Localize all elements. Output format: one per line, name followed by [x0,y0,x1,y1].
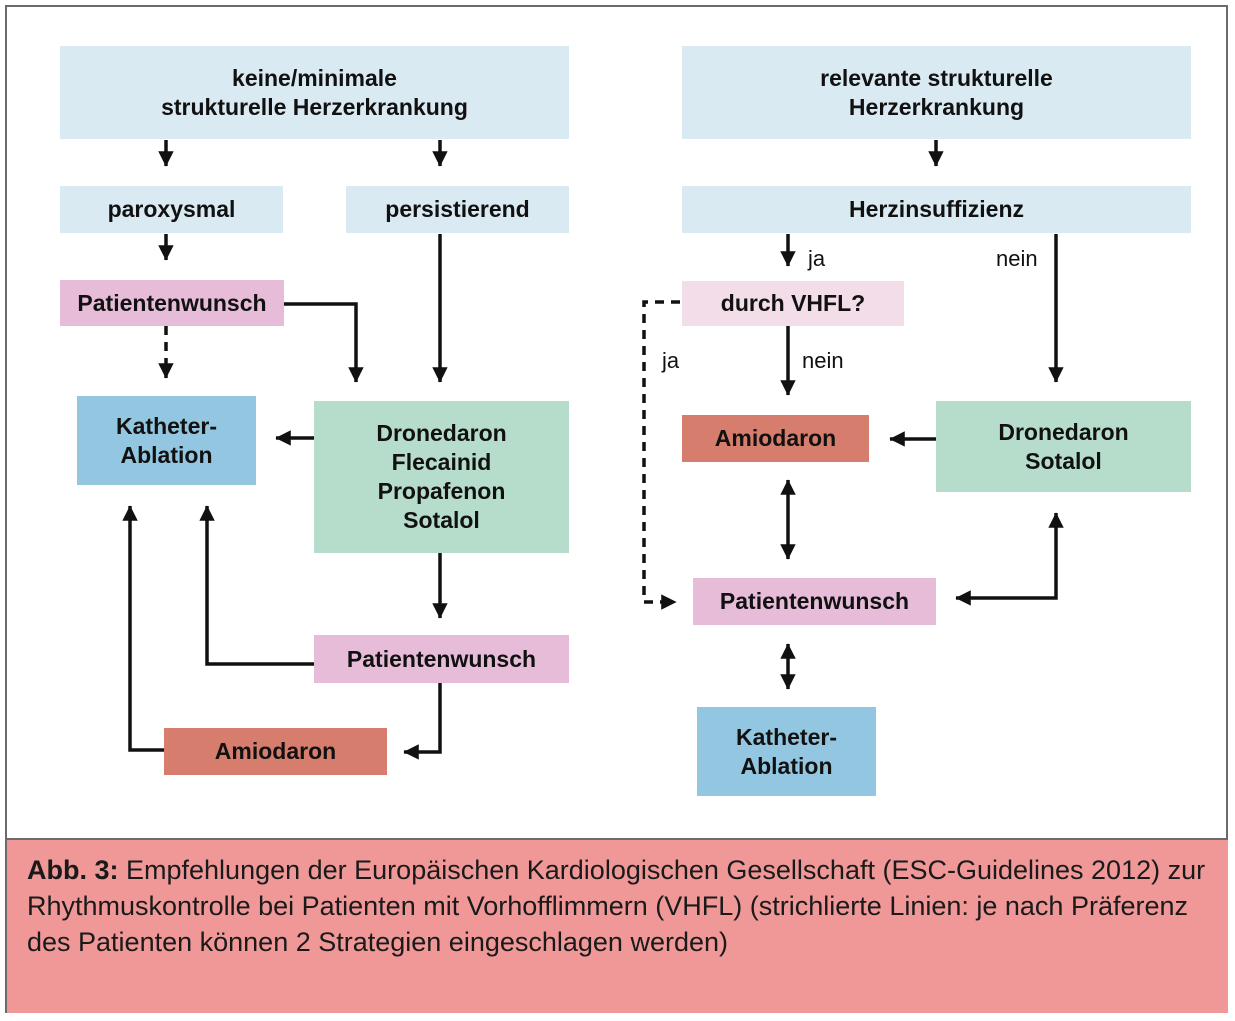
figure-caption: Abb. 3: Empfehlungen der Europäischen Ka… [7,838,1228,1013]
arrow-patientwish-to-amiodarone [403,683,442,760]
dashed-afib-yes-to-patientwish [642,300,680,610]
arrow-patientwish-drugs [955,512,1064,606]
arrow-patientwish-to-catheter [199,505,314,666]
drugs-box-right: Dronedaron Sotalol [936,401,1191,492]
patient-wish-right: Patientenwunsch [693,578,936,625]
amiodarone-left: Amiodaron [164,728,387,775]
heart-failure-box: Herzinsuffizienz [682,186,1191,233]
arrow-amiodarone-to-catheter [122,505,164,752]
label-yes: ja [808,246,826,271]
label-no-2: nein [802,348,844,373]
caption-label: Abb. 3: [27,855,119,885]
paroxysmal-box: paroxysmal [60,186,283,233]
catheter-ablation-right: Katheter- Ablation [697,707,876,796]
by-afib-question: durch VHFL? [682,281,904,326]
persistent-box: persistierend [346,186,569,233]
patient-wish-top-left: Patientenwunsch [60,280,284,326]
catheter-ablation-left: Katheter- Ablation [77,396,256,485]
patient-wish-bottom-left: Patientenwunsch [314,635,569,683]
caption-text: Empfehlungen der Europäischen Kardiologi… [27,855,1206,957]
amiodarone-right: Amiodaron [682,415,869,462]
label-no: nein [996,246,1038,271]
arrow-patientwish-to-drugs [284,302,364,383]
drugs-box-left: Dronedaron Flecainid Propafenon Sotalol [314,401,569,553]
header-structural-disease: relevante strukturelle Herzerkrankung [682,46,1191,139]
header-no-structural-disease: keine/minimale strukturelle Herzerkranku… [60,46,569,139]
label-yes-dashed: ja [662,348,680,373]
